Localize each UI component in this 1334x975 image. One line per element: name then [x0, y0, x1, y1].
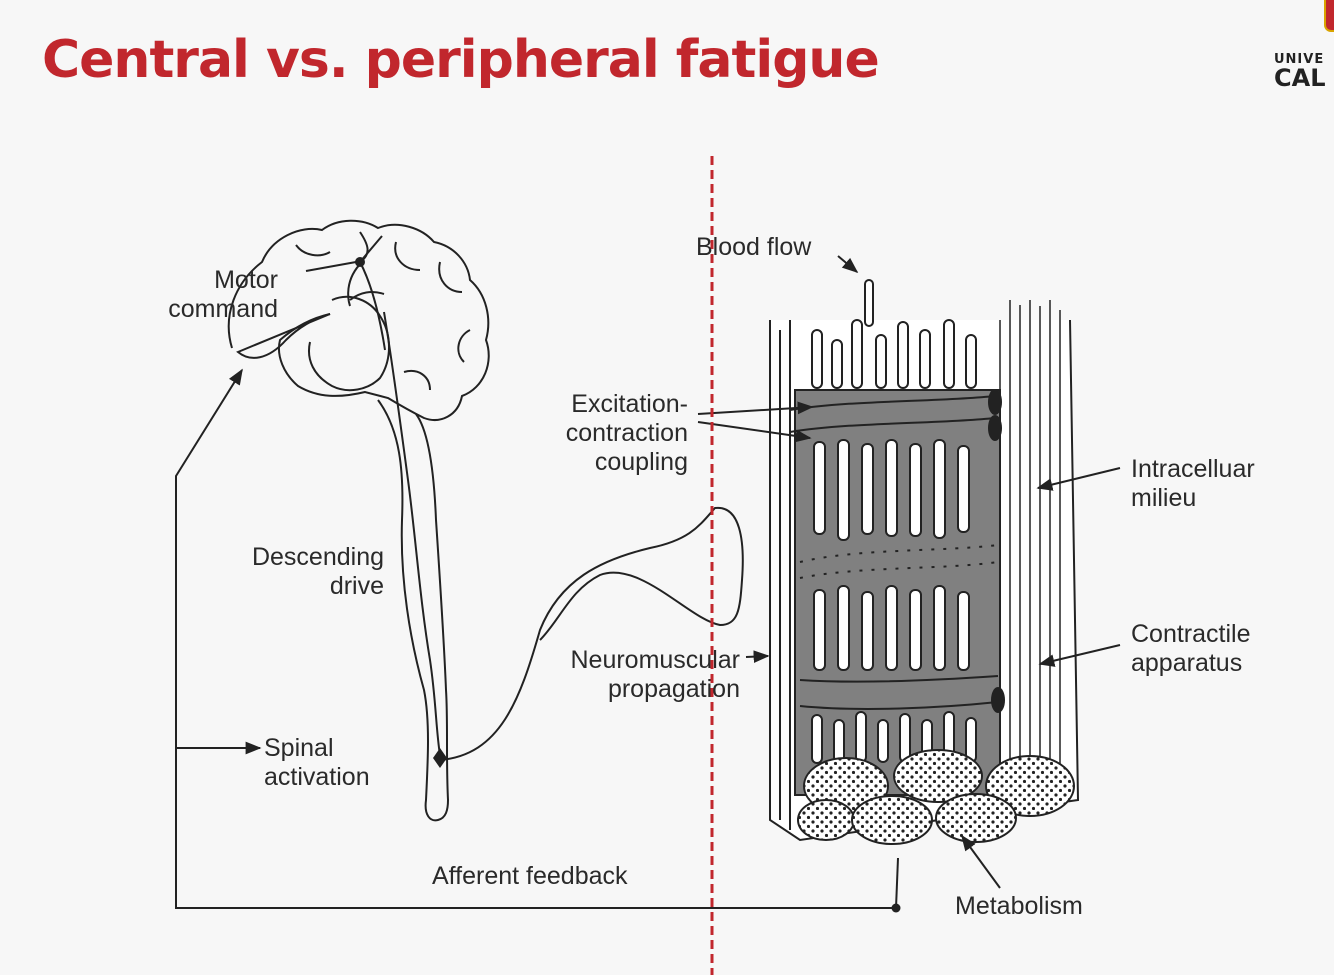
feedback-origin-dot	[891, 903, 901, 913]
label-afferent-feedback: Afferent feedback	[432, 862, 628, 890]
university-logo: UNIVE CAL	[1274, 0, 1334, 100]
label-ec-coupling: Excitation- contraction coupling	[565, 390, 688, 476]
slide-title: Central vs. peripheral fatigue	[42, 30, 880, 90]
spinal-cord	[377, 311, 450, 822]
label-descending-drive: Descending drive	[251, 543, 384, 600]
motor-command-leader	[305, 261, 357, 272]
feedback-loop	[175, 368, 899, 909]
logo-line-1: UNIVE	[1274, 52, 1325, 67]
motor-axon	[439, 506, 744, 761]
label-motor-command: Motor command	[168, 266, 278, 323]
capillary	[864, 279, 874, 327]
muscle-fiber	[769, 279, 1080, 845]
brain-outline	[227, 219, 490, 421]
motor-cortex-dot	[355, 257, 365, 267]
logo-line-2: CAL	[1274, 64, 1326, 92]
label-neuromuscular: Neuromuscular propagation	[570, 646, 740, 703]
label-contractile: Contractile apparatus	[1131, 620, 1251, 677]
label-intracellular: Intracelluar milieu	[1131, 455, 1255, 512]
crest-icon	[1324, 0, 1334, 32]
label-metabolism: Metabolism	[955, 892, 1083, 920]
label-spinal-activation: Spinal activation	[264, 734, 370, 791]
label-leaders	[697, 255, 1121, 889]
motor-neuron-dot	[433, 748, 447, 768]
label-blood-flow: Blood flow	[696, 233, 812, 261]
